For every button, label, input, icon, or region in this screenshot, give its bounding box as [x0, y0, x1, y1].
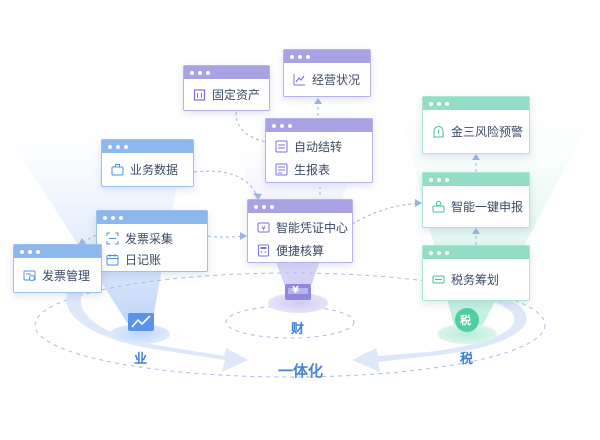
node-label: 智能凭证中心 [276, 220, 349, 235]
trend-chart-icon [128, 313, 154, 331]
transfer-icon [275, 140, 288, 153]
center-label: 一体化 [278, 362, 324, 380]
node-one-click-filing[interactable]: 智能一键申报 [422, 172, 530, 228]
node-label: 便捷核算 [276, 243, 325, 258]
node-auto-carryover[interactable]: 自动结转 生报表 [265, 118, 373, 183]
node-tax-planning[interactable]: 税务筹划 [422, 245, 530, 301]
building-icon [193, 88, 206, 101]
briefcase-icon [111, 163, 124, 176]
calculator-icon [257, 244, 270, 257]
calendar-icon [106, 253, 119, 266]
node-invoice-collection[interactable]: 发票采集 日记账 [96, 210, 208, 272]
finance-symbol: ¥ [292, 285, 299, 296]
right-curved-arrow [352, 288, 527, 372]
outer-orbit [34, 272, 546, 378]
node-operating-status[interactable]: 经营状况 [283, 49, 371, 97]
disc-finance [268, 293, 328, 313]
svg-text:¥: ¥ [261, 224, 266, 232]
node-label: 自动结转 [294, 139, 343, 154]
node-label: 日记账 [125, 252, 162, 267]
tax-symbol: 税 [460, 314, 471, 327]
trend-chart-icon [293, 73, 306, 86]
node-business-data[interactable]: 业务数据 [101, 139, 194, 187]
report-icon [275, 163, 288, 176]
scan-icon [106, 232, 119, 245]
node-risk-alert[interactable]: 金三风险预警 [422, 96, 530, 154]
disc-business [110, 324, 170, 344]
tax-seal-icon [455, 308, 479, 332]
node-label: 智能一键申报 [451, 200, 524, 214]
node-label: 发票采集 [125, 231, 174, 246]
alert-icon [432, 125, 445, 138]
voucher-icon: ¥ [257, 221, 270, 234]
node-invoice-management[interactable]: 发票管理 [13, 244, 102, 293]
node-label: 固定资产 [212, 88, 261, 102]
node-label: 业务数据 [130, 163, 179, 177]
pillar-label-business: 业 [134, 352, 148, 367]
pillar-label-finance: 财 [291, 322, 305, 337]
node-label: 发票管理 [42, 268, 91, 283]
node-label: 税务筹划 [451, 273, 500, 287]
cash-register-icon [285, 284, 311, 300]
disc-tax [437, 324, 497, 344]
node-voucher-center[interactable]: ¥ 智能凭证中心 便捷核算 [247, 199, 353, 263]
node-label: 金三风险预警 [451, 125, 524, 139]
node-label: 经营状况 [312, 73, 361, 87]
submit-icon [432, 200, 445, 213]
planning-icon [432, 273, 445, 286]
pillar-label-tax: 税 [460, 352, 474, 367]
invoice-icon [23, 269, 36, 282]
node-label: 生报表 [294, 162, 331, 177]
inner-orbit [225, 305, 355, 339]
node-fixed-assets[interactable]: 固定资产 [183, 65, 270, 111]
